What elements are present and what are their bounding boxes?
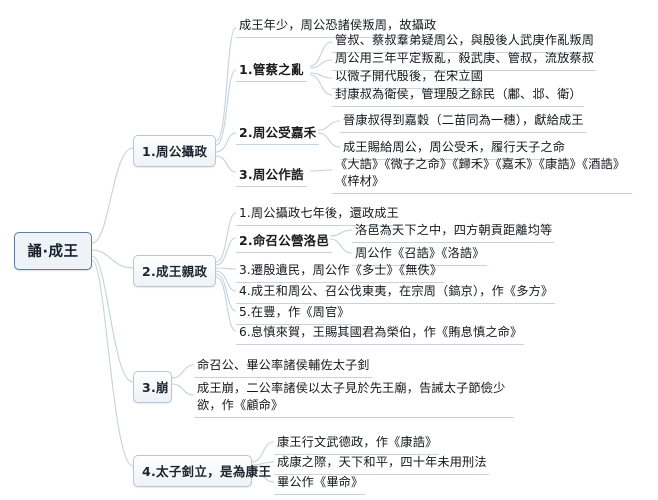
leaf-jiahe-2: 成王賜給周公，周公受禾，履行天子之命 bbox=[340, 137, 568, 160]
leaf-kangwang-2: 成康之際，天下和平，四十年未用刑法 bbox=[274, 452, 489, 475]
leaf-jiahe-1: 晉康叔得到嘉穀（二苗同為一穗），獻給成王 bbox=[340, 110, 586, 133]
root-node[interactable]: 誦·成王 bbox=[14, 232, 92, 270]
leaf-zuogao-documents: 《大誥》《微子之命》《歸禾》《嘉禾》《康誥》《酒誥》《梓材》 bbox=[332, 154, 632, 194]
leaf-qinzheng-4: 4.成王和周公、召公伐東夷，在宗周（鎬京），作《多方》 bbox=[236, 281, 556, 304]
subbranch-node-ming-shaogong-ying-luoyi[interactable]: 2.命召公營洛邑 bbox=[236, 228, 333, 253]
leaf-qinzheng-5: 5.在豐，作《周官》 bbox=[236, 302, 352, 325]
leaf-qinzheng-1: 1.周公攝政七年後，還政成王 bbox=[236, 203, 401, 226]
leaf-guancai-1: 管叔、蔡叔羣弟疑周公，與殷後人武庚作亂叛周 bbox=[332, 30, 597, 53]
leaf-guancai-4: 封康叔為衛侯，管理殷之餘民（鄘、邶、衛） bbox=[332, 84, 584, 107]
subbranch-node-guancai-zhiluan[interactable]: 1.管蔡之亂 bbox=[236, 57, 307, 82]
leaf-luoyi-2: 周公作《召誥》《洛誥》 bbox=[352, 243, 487, 266]
leaf-guancai-2: 周公用三年平定叛亂，殺武庚、管叔，流放蔡叔 bbox=[332, 48, 597, 71]
leaf-qinzheng-3: 3.遷殷遺民，周公作《多士》《無佚》 bbox=[236, 260, 445, 283]
leaf-luoyi-1: 洛邑為天下之中，四方朝貢距離均等 bbox=[352, 220, 555, 243]
leaf-beng-1: 命召公、畢公率諸侯輔佐太子釗 bbox=[194, 355, 372, 378]
leaf-kangwang-1: 康王行文武德政，作《康誥》 bbox=[274, 432, 440, 455]
leaf-guancai-3: 以微子開代殷後，在宋立國 bbox=[332, 66, 486, 89]
leaf-qinzheng-6: 6.息慎來賀，王賜其國君為榮伯，作《賄息慎之命》 bbox=[236, 322, 525, 345]
leaf-kangwang-3: 畢公作《畢命》 bbox=[274, 472, 366, 495]
branch-node-taizi-zhao-li[interactable]: 4.太子釗立，是為康王 bbox=[133, 455, 271, 487]
branch-node-zhougong-shezheng[interactable]: 1.周公攝政 bbox=[133, 135, 216, 167]
leaf-beng-2: 成王崩，二公率諸侯以太子見於先王廟，告誡太子節儉少欲，作《顧命》 bbox=[194, 378, 514, 418]
branch-node-chengwang-qinzheng[interactable]: 2.成王親政 bbox=[133, 255, 216, 287]
branch-node-beng[interactable]: 3.崩 bbox=[133, 371, 172, 403]
subbranch-node-zhougong-zuogao[interactable]: 3.周公作誥 bbox=[236, 162, 307, 187]
subbranch-node-zhougong-shou-jiahe[interactable]: 2.周公受嘉禾 bbox=[236, 120, 320, 145]
leaf-shewang-nianshao: 成王年少，周公恐諸侯叛周，故攝政 bbox=[236, 15, 439, 38]
